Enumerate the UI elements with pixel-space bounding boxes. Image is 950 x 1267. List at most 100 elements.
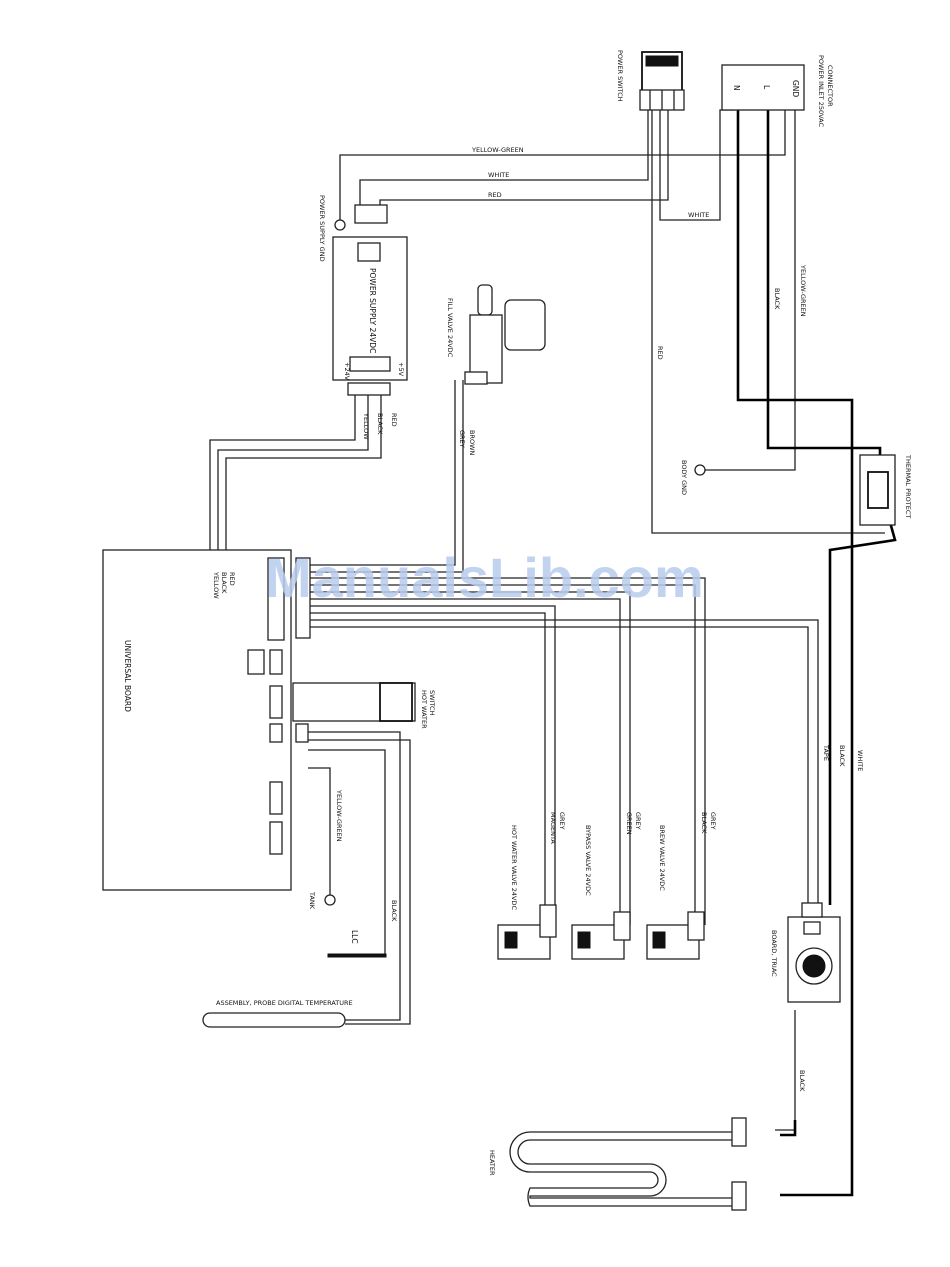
- llc-probe: LLC BLACK: [327, 900, 398, 958]
- thermal-protect-label: THERMAL PROTECT: [904, 454, 912, 518]
- temperature-probe-body: [202, 1012, 346, 1028]
- inlet-n-label: N: [732, 85, 741, 91]
- triac-wire-white-label: WHITE: [856, 750, 864, 771]
- power-supply-output-connector: [349, 356, 391, 372]
- fill-valve-coil: [504, 299, 546, 351]
- board-conn-4: [269, 723, 283, 743]
- power-supply-gnd-label: POWER SUPPLY GND: [318, 195, 326, 262]
- body-gnd-terminal: [694, 464, 706, 476]
- thermal-protect: THERMAL PROTECT: [859, 454, 912, 526]
- wire-yellow-green-body: [705, 100, 796, 471]
- brew-wire-grey-label: GREY: [709, 812, 717, 830]
- bypass-valve-coil: [577, 931, 591, 949]
- connector-label: CONNECTOR: [826, 65, 834, 107]
- bypass-wire-green-label: GREEN: [625, 812, 633, 835]
- label-red-top: RED: [488, 191, 502, 199]
- universal-board-label: UNIVERSAL BOARD: [123, 640, 132, 712]
- wire-tape: [310, 619, 819, 905]
- power-supply-body: [332, 236, 408, 381]
- power-switch-label: POWER SWITCH: [616, 50, 624, 102]
- wire-heater-top: [780, 1120, 797, 1137]
- fill-valve-connector: [464, 371, 488, 385]
- ps-wire-yellow-label: YELLOW: [362, 412, 370, 440]
- heater-wire-black-label: BLACK: [798, 1070, 806, 1092]
- board-conn-ps: [247, 649, 265, 675]
- wire-bypass-grey: [310, 591, 631, 925]
- label-white-top: WHITE: [488, 171, 509, 179]
- label-yellow-green-vertical: YELLOW-GREEN: [799, 264, 807, 317]
- hot-wire-grey-label: GREY: [558, 812, 566, 830]
- fill-valve: FILL VALVE 24VDC BROWN GREY: [446, 284, 546, 456]
- hot-water-switch: SWITCH HOT WATER: [292, 682, 436, 729]
- fill-valve-label: FILL VALVE 24VDC: [446, 298, 454, 358]
- tank-gnd-terminal: [324, 894, 336, 906]
- wire-fill-brown: [310, 380, 464, 573]
- power-inlet-label: POWER INLET 250VAC: [817, 55, 825, 127]
- wire-red-ps: [379, 110, 669, 210]
- brew-wire-black-label: BLACK: [700, 812, 708, 834]
- universal-board-body: [102, 549, 292, 891]
- ps-wire-red-label: RED: [390, 413, 398, 427]
- wire-hot-magenta: [310, 612, 546, 905]
- heater-terminal-top: [731, 1117, 747, 1147]
- fill-wire-grey-label: GREY: [458, 430, 466, 448]
- ps-plus5v-label: +5V: [397, 362, 405, 377]
- wire-hot-grey: [310, 605, 556, 905]
- watermark: ManualsLib.com: [265, 546, 704, 609]
- hot-water-valve-coil: [504, 931, 518, 949]
- brew-valve-label: BREW VALVE 24VDC: [658, 825, 666, 891]
- heater-label: HEATER: [488, 1150, 496, 1176]
- wire-tank: [308, 767, 331, 895]
- tank-wire-yellow-green-label: YELLOW-GREEN: [335, 789, 343, 842]
- board-wire-red-label: RED: [228, 572, 236, 586]
- temperature-probe: ASSEMBLY, PROBE DIGITAL TEMPERATURE: [202, 999, 353, 1028]
- board-wire-yellow-label: YELLOW: [212, 571, 220, 599]
- wire-probe-2: [308, 739, 411, 1025]
- power-supply: POWER SUPPLY 24VDC +5V +24V POWER SUPPLY…: [318, 195, 408, 440]
- bypass-valve-connector: [613, 911, 631, 941]
- inlet-l-label: L: [762, 85, 771, 90]
- wire-brew-black: [310, 584, 696, 925]
- label-yellow-green-top: YELLOW-GREEN: [471, 146, 524, 154]
- wire-red-thermal: [651, 110, 885, 534]
- brew-valve-connector: [687, 911, 705, 941]
- board-conn-5: [269, 781, 283, 815]
- triac-board: BOARD, TRIAC TAPE BLACK WHITE: [770, 744, 864, 1003]
- board-conn-1: [267, 557, 285, 641]
- board-conn-3: [269, 685, 283, 719]
- power-switch: POWER SWITCH: [616, 50, 685, 111]
- hot-water-valve: HOT WATER VALVE 24VDC GREY MAGENTA: [497, 812, 566, 960]
- fill-wire-brown-label: BROWN: [468, 430, 476, 456]
- temperature-probe-label: ASSEMBLY, PROBE DIGITAL TEMPERATURE: [216, 999, 353, 1007]
- wire-brew-grey: [310, 577, 706, 925]
- ps-wire-black-label: BLACK: [376, 413, 384, 435]
- mains-wires: [736, 90, 897, 1197]
- power-supply-top-connector: [357, 242, 381, 262]
- wire-probe-1: [308, 731, 401, 1021]
- hot-water-valve-connector: [539, 904, 557, 938]
- wire-white-ps: [359, 110, 649, 205]
- ps-plus24v-label: +24V: [343, 362, 351, 381]
- power-inlet: GND L N CONNECTOR POWER INLET 250VAC: [721, 55, 834, 127]
- bypass-valve-label: BYPASS VALVE 24VDC: [584, 825, 592, 896]
- board-conn-6: [269, 821, 283, 855]
- board-conn-2: [269, 649, 283, 675]
- power-supply-input-connector: [354, 204, 388, 224]
- tank-label: TANK: [308, 891, 316, 910]
- heater-element: [509, 1131, 741, 1207]
- power-supply-label: POWER SUPPLY 24VDC: [368, 268, 377, 353]
- llc-label: LLC: [350, 930, 359, 944]
- board-wire-black-label: BLACK: [220, 572, 228, 594]
- triac-board-connector: [801, 902, 823, 918]
- wire-n-thick: [736, 90, 854, 1197]
- top-wire-labels: YELLOW-GREEN WHITE RED WHITE RED BLACK Y…: [471, 146, 807, 360]
- power-inlet-body: [721, 64, 805, 111]
- board-conn-valves: [295, 557, 311, 639]
- wire-triac-black: [310, 626, 809, 905]
- wire-llc: [308, 749, 386, 955]
- hot-water-switch-label-2: HOT WATER: [420, 690, 428, 729]
- heater-terminal-bottom: [731, 1181, 747, 1211]
- wire-heater-black: [775, 1010, 796, 1131]
- hot-water-switch-body: [379, 682, 413, 722]
